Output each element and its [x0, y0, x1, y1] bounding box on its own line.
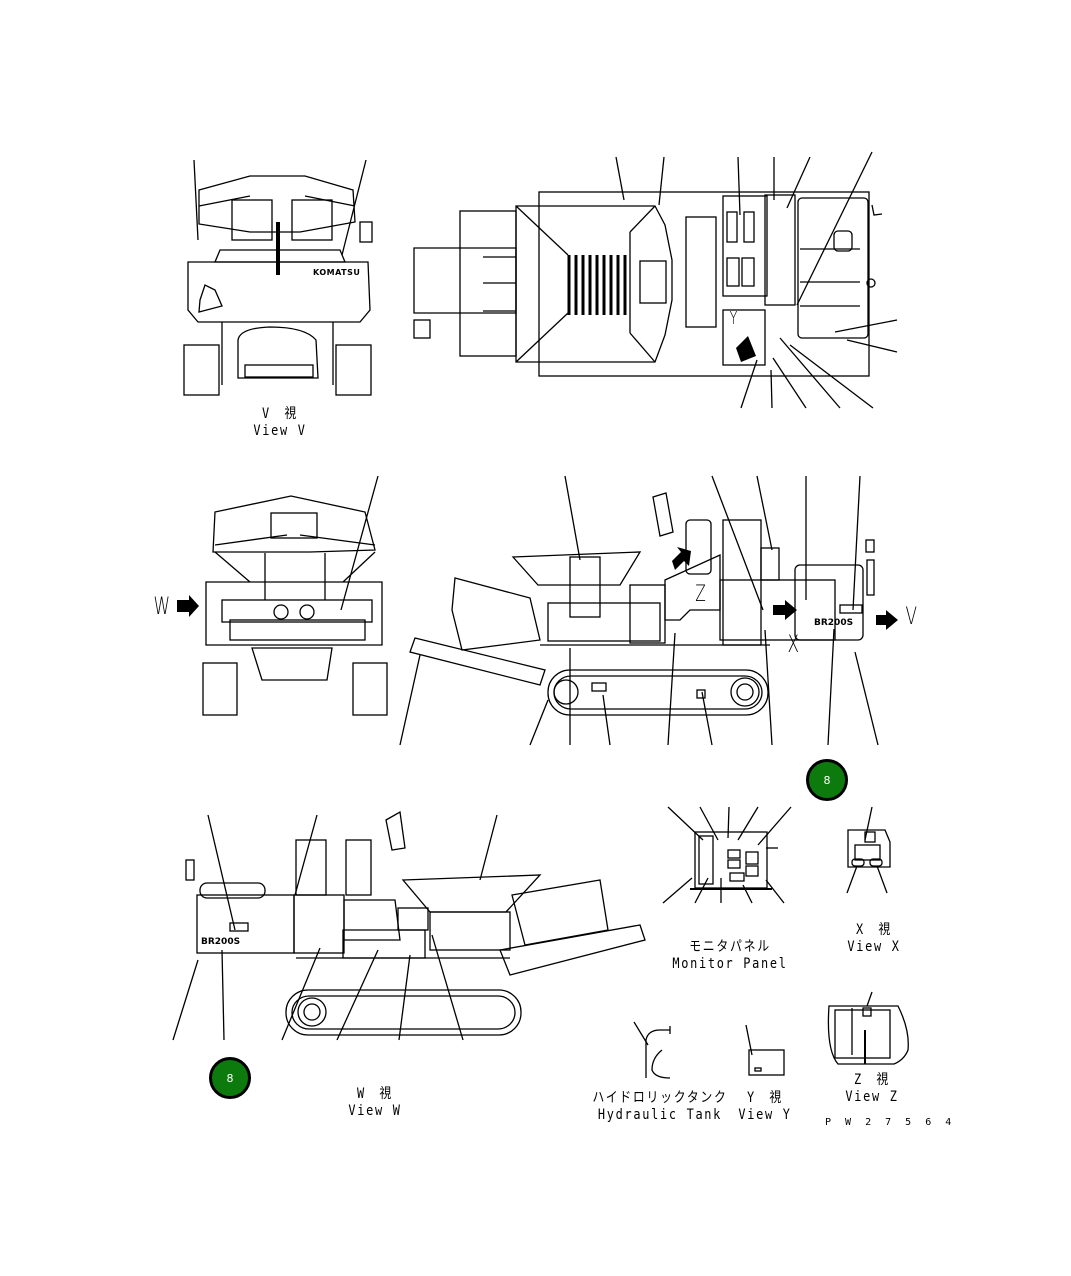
view-x-drawing [846, 806, 891, 894]
view-y-arrow-icon [736, 336, 756, 362]
caption-view-w-en: View W [348, 1103, 402, 1119]
view-marker-y: Y [729, 308, 738, 329]
caption-hydraulic-tank-en: Hydraulic Tank [597, 1107, 723, 1123]
caption-view-v-jp: V 視 [261, 406, 299, 422]
view-marker-w: W [153, 592, 171, 620]
view-w-drawing [202, 475, 388, 716]
view-marker-x: X [787, 630, 799, 658]
view-w-arrow-icon [177, 595, 199, 617]
hydraulic-tank-drawing [633, 1021, 671, 1079]
view-y-drawing [745, 1024, 785, 1076]
caption-monitor-panel-jp: モニタパネル [689, 939, 771, 955]
view-marker-z: Z [695, 582, 706, 607]
caption-view-y: Y 視 View Y [731, 1090, 799, 1124]
caption-view-x-en: View X [847, 939, 901, 955]
monitor-panel-drawing [662, 806, 792, 904]
caption-monitor-panel: モニタパネル Monitor Panel [671, 939, 790, 973]
caption-monitor-panel-en: Monitor Panel [672, 956, 788, 972]
caption-view-w: W 視 View W [341, 1086, 409, 1120]
view-z-arrow-icon [672, 547, 691, 570]
callout-badge-8[interactable]: 8 [209, 1057, 251, 1099]
caption-view-v: V 視 View V [246, 406, 314, 440]
model-label: BR200S [814, 618, 854, 628]
caption-view-v-en: View V [253, 423, 307, 439]
model-label-rear: BR200S [201, 937, 241, 947]
caption-view-x-jp: X 視 [855, 922, 893, 938]
caption-view-w-jp: W 視 [356, 1086, 394, 1102]
caption-view-y-en: View Y [738, 1107, 792, 1123]
view-marker-v: V [905, 602, 917, 630]
view-v-arrow-icon [876, 610, 898, 630]
callout-badge-8[interactable]: 8 [806, 759, 848, 801]
drawing-number: P W 2 7 5 6 4 [825, 1117, 956, 1128]
caption-hydraulic-tank: ハイドロリックタンク Hydraulic Tank [592, 1090, 728, 1124]
caption-view-z-jp: Z 視 [853, 1072, 891, 1088]
top-view-grille [567, 255, 627, 315]
caption-view-y-jp: Y 視 [746, 1090, 784, 1106]
view-z-drawing [827, 991, 909, 1065]
view-x-arrow-icon [773, 600, 797, 620]
brand-label: KOMATSU [313, 268, 361, 277]
view-v-drawing [183, 159, 373, 396]
caption-hydraulic-tank-jp: ハイドロリックタンク [592, 1090, 728, 1106]
caption-view-x: X 視 View X [840, 922, 908, 956]
view-w-side-drawing [172, 810, 646, 1041]
caption-view-z-en: View Z [845, 1089, 899, 1105]
side-view-drawing [399, 475, 879, 746]
top-view-drawing [413, 151, 898, 409]
caption-view-z: Z 視 View Z [838, 1072, 906, 1106]
